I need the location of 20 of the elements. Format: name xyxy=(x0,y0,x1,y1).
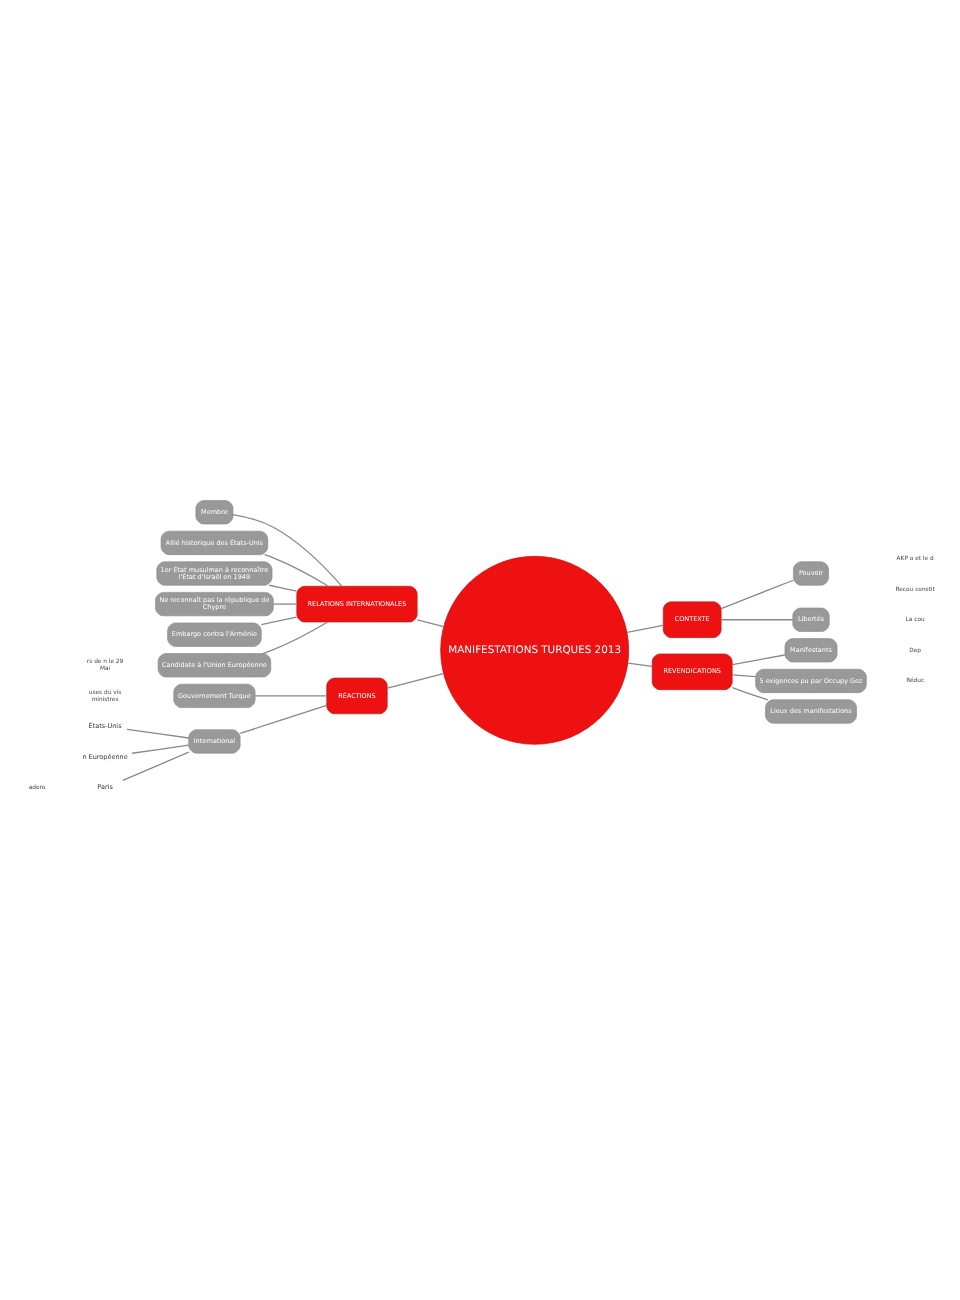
connector xyxy=(416,619,445,628)
connector xyxy=(627,662,653,668)
connector xyxy=(272,603,298,605)
connector xyxy=(122,751,190,781)
connector xyxy=(232,513,343,587)
connector xyxy=(731,674,757,678)
connector xyxy=(731,686,769,701)
connector xyxy=(720,579,794,610)
connector xyxy=(626,624,664,633)
connector xyxy=(254,695,328,697)
connector xyxy=(260,616,298,626)
connector xyxy=(239,704,328,734)
connector xyxy=(262,621,329,655)
connector xyxy=(126,728,190,739)
connector xyxy=(386,673,445,689)
connector xyxy=(131,744,190,754)
connector xyxy=(720,619,794,621)
connector xyxy=(731,654,786,666)
connector xyxy=(264,554,330,587)
connector xyxy=(268,584,298,592)
